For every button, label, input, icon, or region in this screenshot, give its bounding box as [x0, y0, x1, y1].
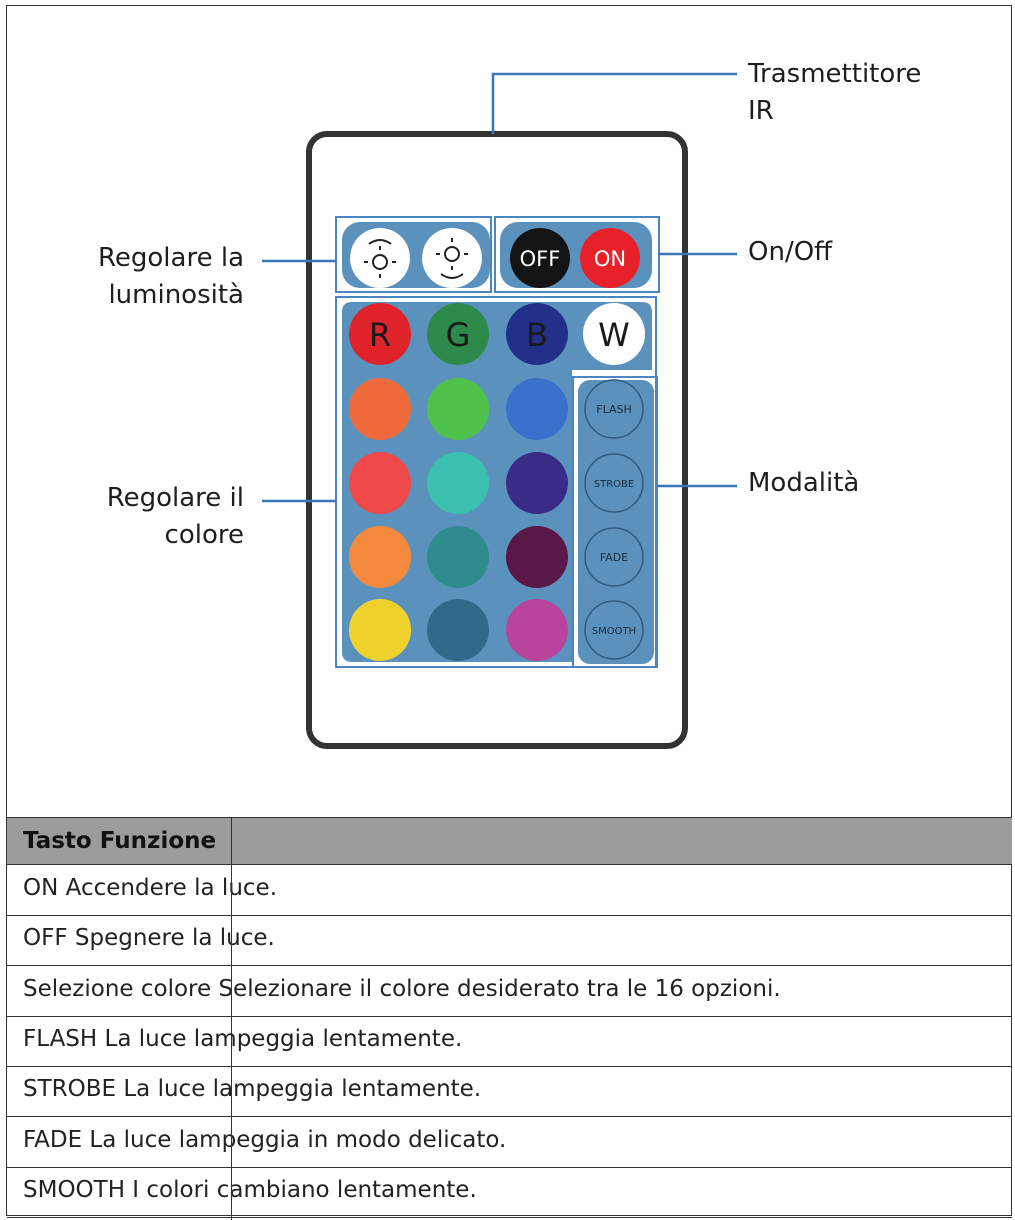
- remote-diagram: OFF ON R G B W FLASH STROBE FADE SMOOTH: [262, 72, 737, 749]
- on-button: ON: [580, 228, 640, 288]
- brightness-up-button: [350, 228, 410, 288]
- brightness-up-icon: [364, 239, 396, 278]
- table-row-text: Selezione colore Selezionare il colore d…: [23, 975, 781, 1002]
- flash-button-label: FLASH: [596, 403, 632, 416]
- off-button-label: OFF: [520, 247, 561, 271]
- ir-leader: [491, 72, 737, 134]
- smooth-button-label: SMOOTH: [592, 626, 636, 637]
- table-row: FADE La luce lampeggia in modo delicato.: [7, 1118, 1012, 1168]
- table-header: Tasto Funzione: [7, 817, 1012, 865]
- strobe-button: STROBE: [584, 453, 644, 513]
- table-row-text: STROBE La luce lampeggia lentamente.: [23, 1076, 482, 1103]
- color-swatch-button: [349, 599, 411, 661]
- color-swatch-button: [349, 452, 411, 514]
- color-panel: [342, 302, 652, 662]
- color-swatch-button: [506, 452, 568, 514]
- flash-button: FLASH: [584, 379, 644, 439]
- table-row: FLASH La luce lampeggia lentamente.: [7, 1017, 1012, 1067]
- color-swatch-button: [427, 452, 489, 514]
- table-column-divider: [231, 817, 232, 1220]
- strobe-button-label: STROBE: [594, 479, 634, 490]
- color-swatch-button: [349, 526, 411, 588]
- color-button-w: W: [583, 303, 645, 365]
- mode-panel: [578, 380, 654, 664]
- color-swatch-button: [427, 526, 489, 588]
- brightness-outline: [335, 216, 492, 293]
- on-button-label: ON: [594, 247, 626, 271]
- color-button-label: W: [598, 316, 630, 354]
- leader-lines: [262, 72, 737, 503]
- color-button-label: B: [526, 316, 548, 354]
- color-button-b: B: [506, 303, 568, 365]
- table-row-text: FADE La luce lampeggia in modo delicato.: [23, 1126, 507, 1153]
- table-row: Selezione colore Selezionare il colore d…: [7, 967, 1012, 1017]
- mode-outline: [572, 376, 658, 668]
- color-swatch-button: [427, 599, 489, 661]
- table-row-text: SMOOTH I colori cambiano lentamente.: [23, 1176, 477, 1203]
- table-row: OFF Spegnere la luce.: [7, 916, 1012, 967]
- fade-button-label: FADE: [600, 551, 628, 564]
- color-button-r: R: [349, 303, 411, 365]
- table-row: STROBE La luce lampeggia lentamente.: [7, 1067, 1012, 1118]
- color-swatch-button: [506, 378, 568, 440]
- brightness-down-icon: [436, 238, 468, 279]
- table-row-text: FLASH La luce lampeggia lentamente.: [23, 1025, 463, 1052]
- table-row-text: OFF Spegnere la luce.: [23, 925, 275, 952]
- color-button-label: G: [446, 316, 471, 354]
- smooth-button: SMOOTH: [584, 600, 644, 660]
- table-row-text: ON Accendere la luce.: [23, 875, 277, 901]
- table-row: SMOOTH I colori cambiano lentamente.: [7, 1168, 1012, 1218]
- onoff-label: On/Off: [748, 237, 833, 267]
- color-swatch-button: [427, 378, 489, 440]
- table-header-label: Tasto Funzione: [23, 828, 217, 854]
- color-swatch-button: [349, 378, 411, 440]
- color-swatch-button: [506, 526, 568, 588]
- off-button: OFF: [510, 228, 570, 288]
- color-swatch-button: [506, 599, 568, 661]
- page-frame: [6, 5, 1012, 1216]
- color-button-g: G: [427, 303, 489, 365]
- color-button-label: R: [369, 316, 391, 354]
- table-row: ON Accendere la luce.: [7, 866, 1012, 916]
- modes-label: Modalità: [748, 468, 860, 498]
- brightness-down-button: [422, 228, 482, 288]
- fade-button: FADE: [584, 527, 644, 587]
